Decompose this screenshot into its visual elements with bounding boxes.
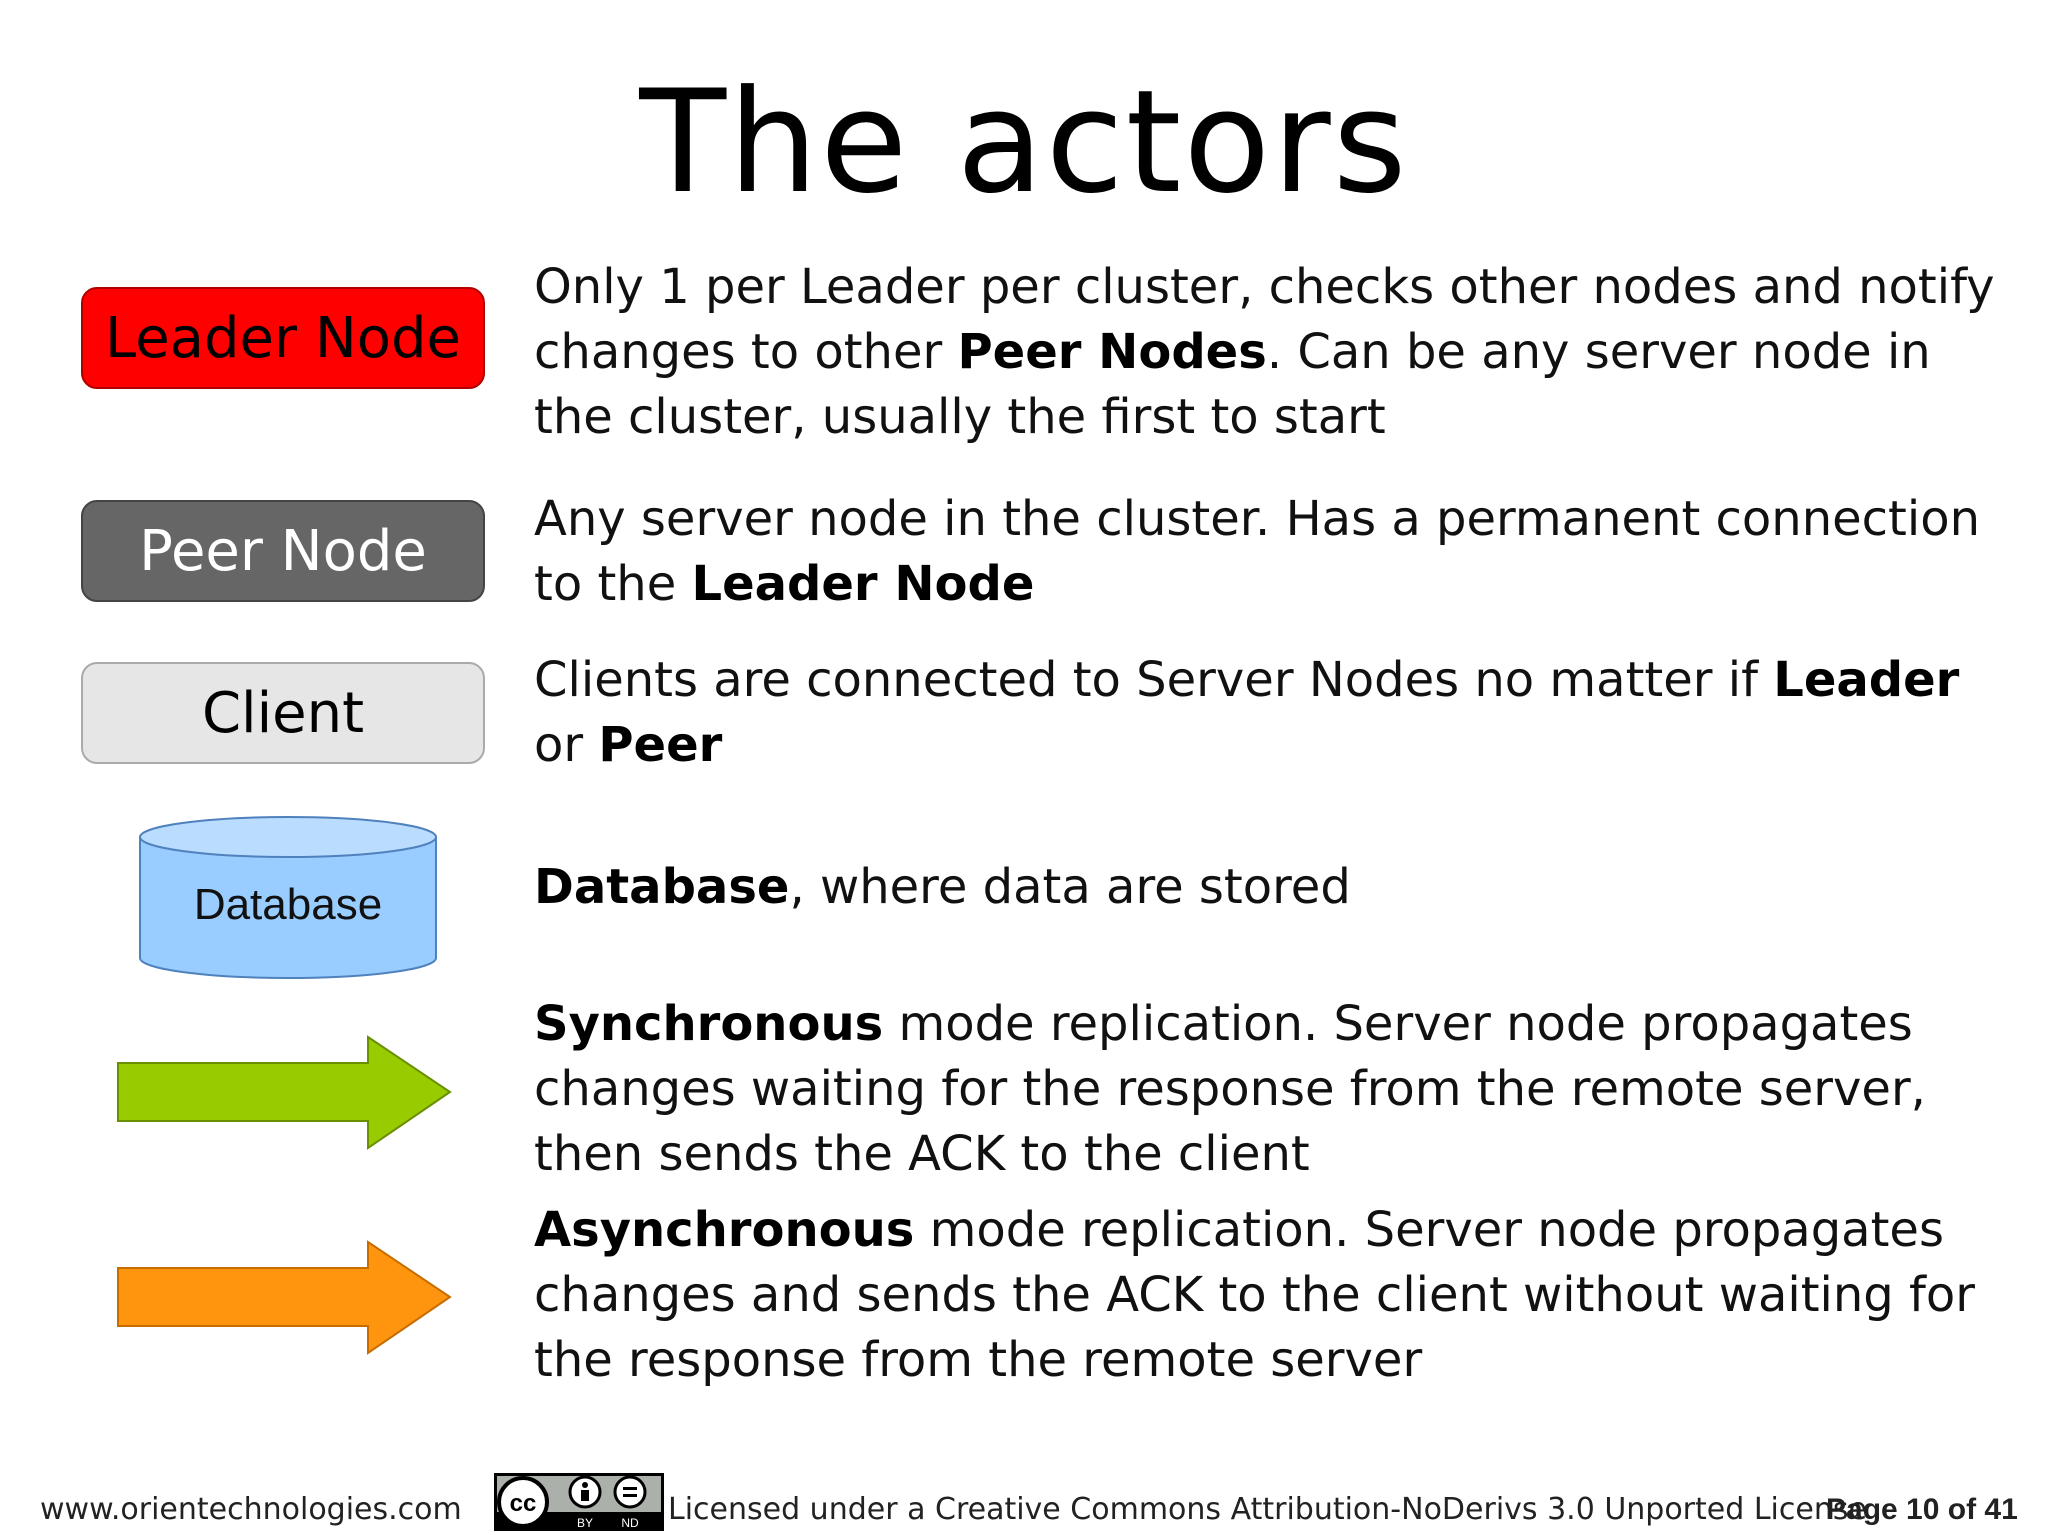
svg-text:ND: ND xyxy=(621,1516,639,1530)
bold-term: Peer Nodes xyxy=(957,324,1267,380)
license-text: Licensed under a Creative Commons Attrib… xyxy=(668,1492,1867,1527)
text-run: or xyxy=(534,717,599,773)
client-box: Client xyxy=(81,662,485,764)
bold-term: Leader xyxy=(1773,652,1960,708)
text-run: . Can be any server node in the cluster,… xyxy=(534,324,1931,445)
text-run: Any server node in the cluster. Has a pe… xyxy=(534,491,1980,612)
database-label: Database xyxy=(193,880,383,929)
bold-term: Leader Node xyxy=(691,556,1035,612)
creative-commons-by-nd-badge[interactable]: cc BY ND xyxy=(493,1472,665,1532)
client-description: Clients are connected to Server Nodes no… xyxy=(534,648,2014,778)
svg-text:BY: BY xyxy=(577,1516,593,1530)
async-arrow-icon xyxy=(117,1240,452,1355)
text-run: mode replication. Server node propagates… xyxy=(534,1202,1976,1388)
sync-arrow-icon xyxy=(117,1035,452,1150)
svg-text:cc: cc xyxy=(510,1490,537,1517)
database-cylinder-icon xyxy=(139,816,437,979)
text-run: , where data are stored xyxy=(789,859,1351,915)
text-run: mode replication. Server node propagates… xyxy=(534,996,1926,1182)
async-replication-description: Asynchronous mode replication. Server no… xyxy=(534,1198,2014,1393)
bold-term: Synchronous xyxy=(534,996,884,1052)
page-number: Page 10 of 41 xyxy=(1826,1493,2018,1526)
bold-term: Peer xyxy=(598,717,723,773)
footer-url-link[interactable]: www.orientechnologies.com xyxy=(40,1492,462,1527)
peer-node-box: Peer Node xyxy=(81,500,485,602)
sync-replication-description: Synchronous mode replication. Server nod… xyxy=(534,992,2014,1187)
text-run: Clients are connected to Server Nodes no… xyxy=(534,652,1774,708)
peer-node-description: Any server node in the cluster. Has a pe… xyxy=(534,487,2014,617)
database-description: Database, where data are stored xyxy=(534,855,2014,920)
slide-title: The actors xyxy=(639,60,1409,225)
bold-term: Database xyxy=(534,859,790,915)
bold-term: Asynchronous xyxy=(534,1202,915,1258)
leader-node-description: Only 1 per Leader per cluster, checks ot… xyxy=(534,255,2014,450)
leader-node-box: Leader Node xyxy=(81,287,485,389)
text-run: Only 1 per Leader per cluster, checks ot… xyxy=(534,259,1995,380)
